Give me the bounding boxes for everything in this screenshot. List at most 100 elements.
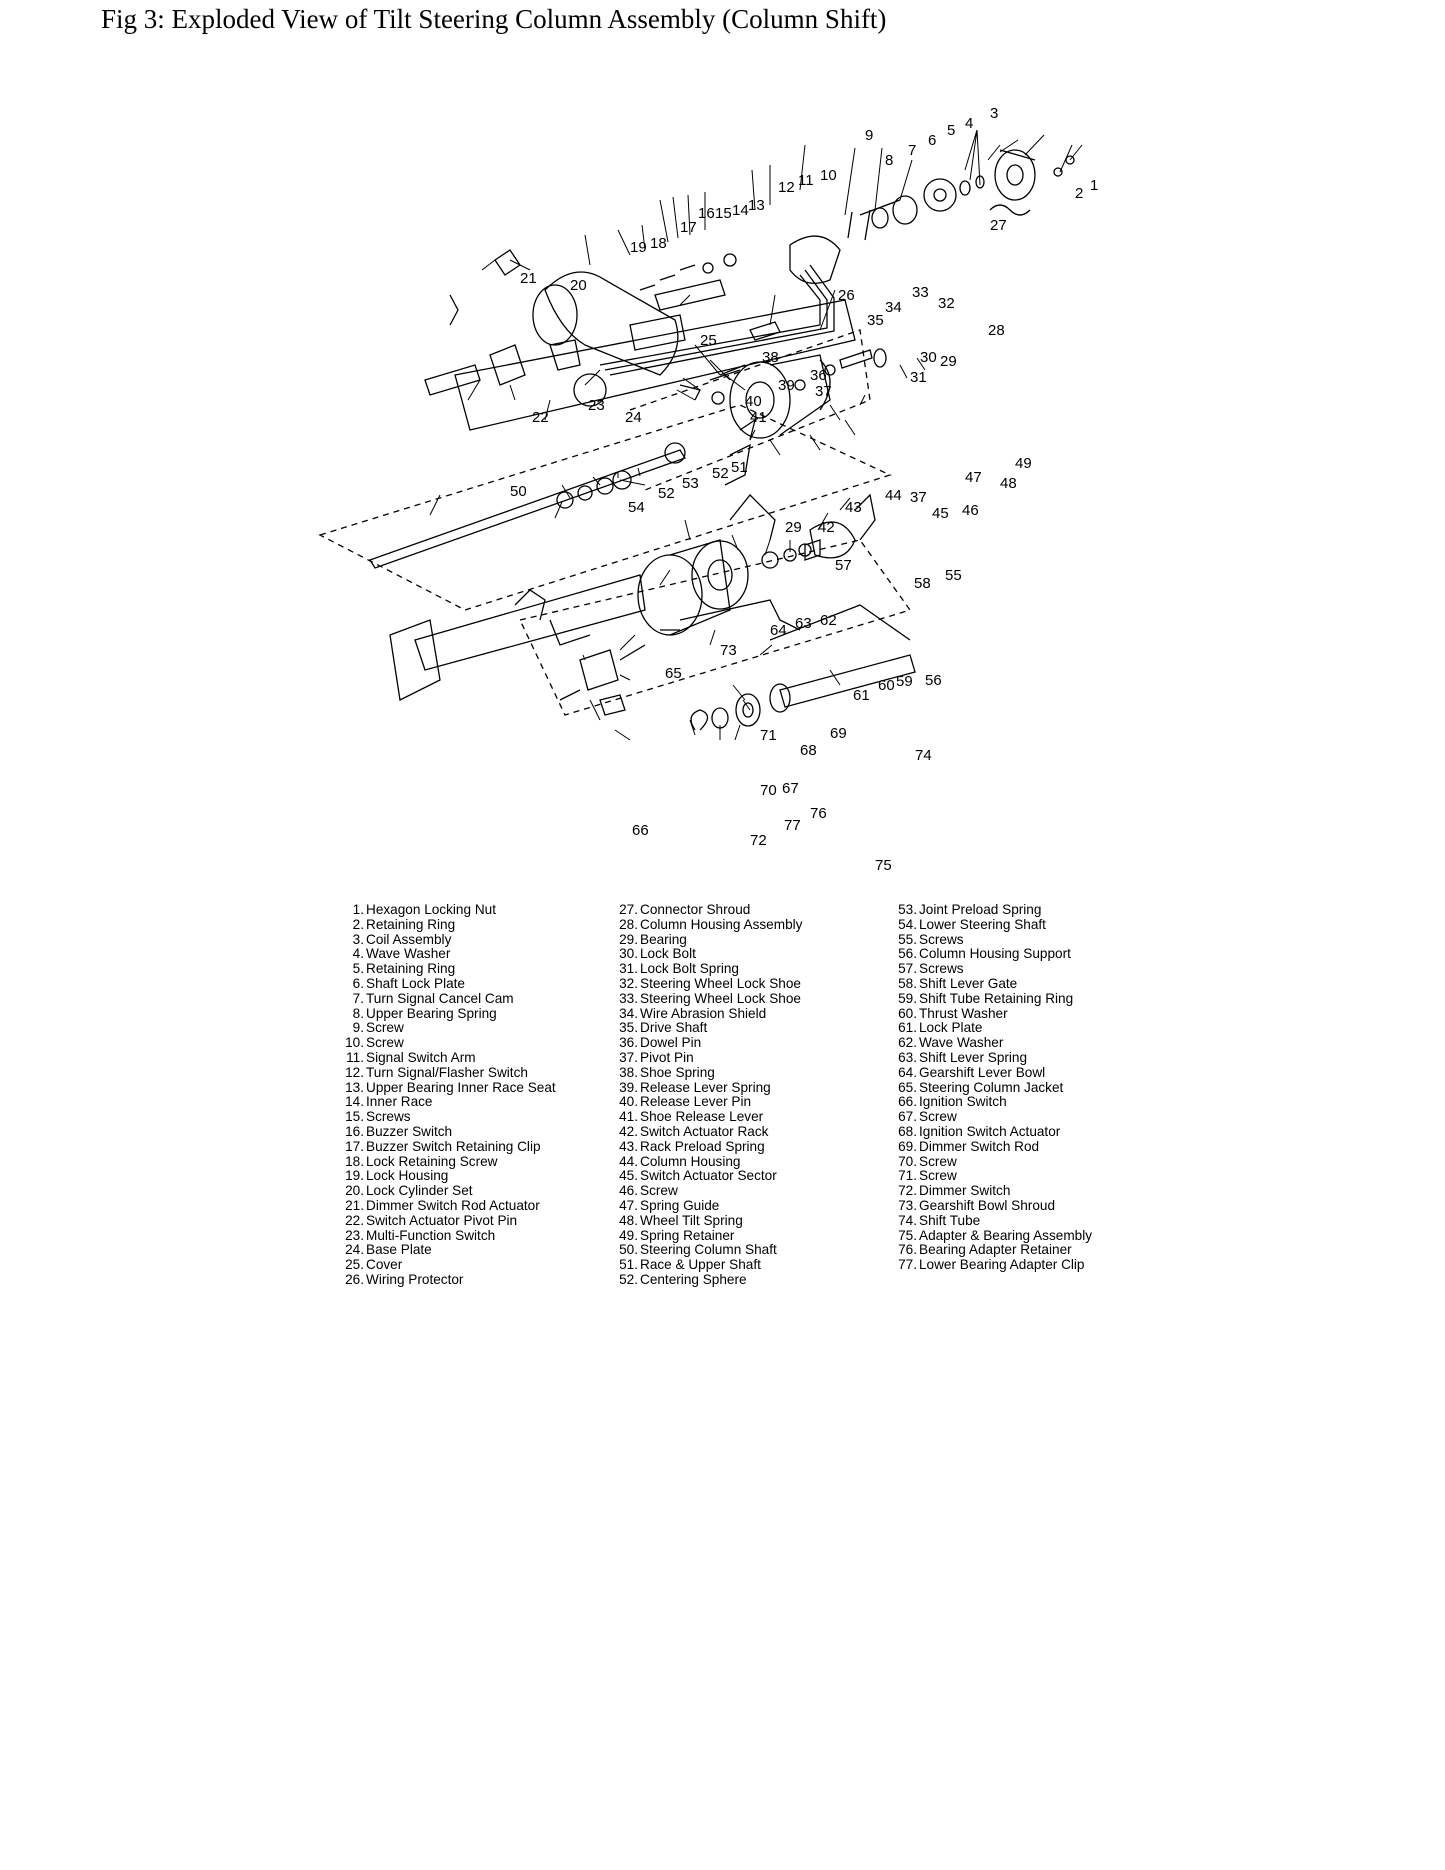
- callout-69: 69: [830, 725, 847, 742]
- part-item: 22.Switch Actuator Pivot Pin: [340, 1213, 556, 1229]
- part-item: 59.Shift Tube Retaining Ring: [893, 991, 1092, 1007]
- part-item: 2.Retaining Ring: [340, 917, 556, 933]
- part-item: 19.Lock Housing: [340, 1168, 556, 1184]
- callout-61: 61: [853, 687, 870, 704]
- part-name: Ignition Switch Actuator: [919, 1123, 1061, 1139]
- part-item: 77.Lower Bearing Adapter Clip: [893, 1257, 1092, 1273]
- callout-31: 31: [910, 369, 927, 386]
- part-name: Shift Tube: [919, 1212, 981, 1228]
- part-name: Release Lever Spring: [640, 1079, 771, 1095]
- part-item: 16.Buzzer Switch: [340, 1123, 556, 1140]
- part-name: Screw: [919, 1168, 957, 1184]
- part-number: 25.: [345, 1257, 364, 1273]
- callout-32: 32: [938, 295, 955, 312]
- part-number: 5.: [352, 961, 364, 977]
- part-item: 61.Lock Plate: [893, 1020, 1092, 1036]
- part-number: 60.: [898, 1005, 917, 1021]
- part-number: 30.: [619, 946, 638, 962]
- part-item: 27.Connector Shroud: [614, 902, 802, 918]
- part-number: 62.: [898, 1035, 917, 1051]
- callout-56: 56: [925, 672, 942, 689]
- coil-assembly-drawing: [989, 149, 1075, 216]
- part-number: 15.: [345, 1109, 364, 1125]
- part-number: 46.: [619, 1183, 638, 1199]
- callout-35: 35: [867, 312, 884, 329]
- callout-23: 23: [588, 397, 605, 414]
- callout-70: 70: [760, 782, 777, 799]
- part-number: 61.: [898, 1020, 917, 1036]
- part-number: 50.: [619, 1242, 638, 1258]
- part-number: 49.: [619, 1227, 638, 1243]
- part-number: 68.: [898, 1123, 917, 1139]
- part-item: 21.Dimmer Switch Rod Actuator: [340, 1198, 556, 1214]
- callout-77: 77: [784, 817, 801, 834]
- part-number: 70.: [898, 1153, 917, 1169]
- part-number: 13.: [345, 1079, 364, 1095]
- part-item: 7.Turn Signal Cancel Cam: [340, 991, 556, 1007]
- callout-57: 57: [835, 557, 852, 574]
- part-item: 68.Ignition Switch Actuator: [893, 1123, 1092, 1140]
- part-name: Upper Bearing Inner Race Seat: [366, 1079, 556, 1095]
- part-number: 53.: [898, 902, 917, 917]
- callout-64: 64: [770, 622, 787, 639]
- part-name: Spring Guide: [640, 1197, 720, 1213]
- part-item: 50.Steering Column Shaft: [614, 1242, 802, 1258]
- part-number: 40.: [619, 1094, 638, 1110]
- callout-11: 11: [798, 172, 814, 189]
- part-name: Shift Lever Gate: [919, 975, 1018, 991]
- part-number: 43.: [619, 1138, 638, 1154]
- part-item: 71.Screw: [893, 1168, 1092, 1184]
- callout-44: 44: [885, 487, 902, 504]
- steering-shaft-panel-outline: [318, 404, 892, 611]
- part-number: 67.: [898, 1109, 917, 1125]
- callout-53: 53: [682, 475, 699, 492]
- part-item: 29.Bearing: [614, 932, 802, 948]
- callout-30: 30: [920, 349, 937, 366]
- callout-47: 47: [965, 469, 982, 486]
- part-number: 45.: [619, 1168, 638, 1184]
- part-item: 47.Spring Guide: [614, 1197, 802, 1214]
- callout-1: 1: [1090, 177, 1098, 194]
- part-item: 20.Lock Cylinder Set: [340, 1183, 556, 1199]
- callout-40: 40: [745, 393, 762, 410]
- part-number: 10.: [345, 1035, 364, 1051]
- part-name: Steering Wheel Lock Shoe: [640, 990, 801, 1006]
- part-name: Dimmer Switch: [919, 1183, 1011, 1199]
- callout-26: 26: [838, 287, 855, 304]
- part-item: 11.Signal Switch Arm: [340, 1050, 556, 1066]
- part-item: 75.Adapter & Bearing Assembly: [893, 1227, 1093, 1244]
- part-number: 64.: [898, 1064, 917, 1080]
- callout-63: 63: [795, 615, 812, 632]
- part-item: 57.Screws: [893, 961, 1092, 977]
- part-name: Adapter & Bearing Assembly: [919, 1227, 1093, 1243]
- part-name: Lower Bearing Adapter Clip: [919, 1257, 1085, 1273]
- part-name: Steering Column Shaft: [640, 1242, 777, 1258]
- part-item: 48.Wheel Tilt Spring: [614, 1212, 802, 1229]
- column-jacket-drawing: [389, 574, 646, 701]
- part-number: 48.: [619, 1212, 638, 1228]
- callout-37: 37: [815, 383, 832, 400]
- part-name: Switch Actuator Sector: [640, 1168, 777, 1184]
- figure-title: Fig 3: Exploded View of Tilt Steering Co…: [101, 4, 887, 34]
- part-number: 8.: [352, 1005, 364, 1021]
- part-item: 17.Buzzer Switch Retaining Clip: [340, 1139, 556, 1155]
- part-name: Wave Washer: [366, 946, 451, 962]
- part-name: Connector Shroud: [640, 902, 751, 917]
- part-item: 40.Release Lever Pin: [614, 1094, 802, 1110]
- part-item: 42.Switch Actuator Rack: [614, 1124, 802, 1140]
- part-number: 41.: [619, 1109, 638, 1125]
- part-item: 5.Retaining Ring: [340, 961, 556, 977]
- part-item: 41.Shoe Release Lever: [614, 1109, 802, 1125]
- callout-6: 6: [928, 132, 936, 149]
- callout-68: 68: [800, 742, 817, 759]
- part-number: 57.: [898, 961, 917, 977]
- callout-49: 49: [1015, 455, 1032, 472]
- part-name: Race & Upper Shaft: [640, 1257, 761, 1273]
- part-name: Steering Wheel Lock Shoe: [640, 975, 801, 991]
- part-number: 16.: [345, 1123, 364, 1139]
- part-item: 9.Screw: [340, 1020, 556, 1036]
- part-item: 39.Release Lever Spring: [614, 1079, 802, 1096]
- part-item: 32.Steering Wheel Lock Shoe: [614, 975, 802, 992]
- part-item: 60.Thrust Washer: [893, 1005, 1092, 1022]
